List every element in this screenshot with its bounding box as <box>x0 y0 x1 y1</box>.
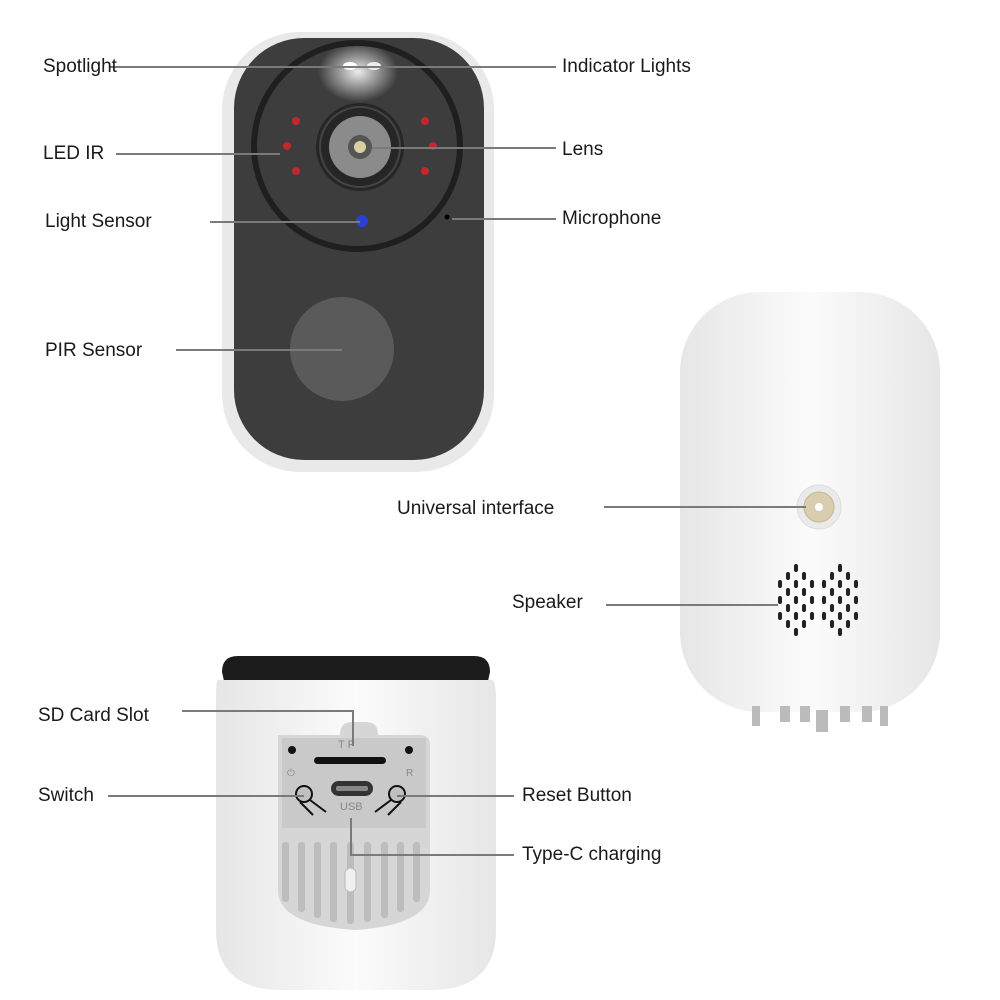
reset-hole <box>388 785 406 803</box>
label-led-ir: LED IR <box>43 143 105 164</box>
leader-line-reset <box>397 795 514 797</box>
pir-sensor-dome <box>290 297 394 401</box>
leader-line-usb-vertical <box>350 818 352 854</box>
lens-ring <box>251 40 463 252</box>
power-marking: ⏻ <box>287 768 295 779</box>
reset-marking: R <box>406 768 414 779</box>
light-sensor-dot <box>356 215 368 227</box>
leader-line-speaker <box>606 604 778 606</box>
speaker-grille <box>778 564 858 636</box>
back-camera <box>680 292 940 732</box>
microphone-hole <box>444 214 450 220</box>
label-reset-button: Reset Button <box>522 785 632 806</box>
tf-marking: T F <box>338 739 355 751</box>
leader-line-universal-interface <box>604 506 806 508</box>
label-type-c-charging: Type-C charging <box>522 844 662 865</box>
label-spotlight: Spotlight <box>43 56 117 77</box>
label-indicator-lights: Indicator Lights <box>562 56 691 77</box>
label-microphone: Microphone <box>562 208 662 229</box>
spotlight-glow <box>318 42 398 102</box>
leader-line-sd-card-vertical <box>352 710 354 746</box>
label-switch: Switch <box>38 785 94 806</box>
leader-line-switch <box>108 795 304 797</box>
label-universal-interface: Universal interface <box>397 498 555 519</box>
leader-line-light-sensor <box>210 221 360 223</box>
leader-line-pir <box>176 349 342 351</box>
switch-hole <box>295 785 313 803</box>
sd-card-slot <box>314 757 386 764</box>
label-lens: Lens <box>562 139 604 160</box>
label-pir-sensor: PIR Sensor <box>45 340 143 361</box>
leader-line-lens <box>372 147 556 149</box>
front-camera <box>222 32 494 472</box>
leader-line-type-c <box>350 854 514 856</box>
label-sd-card-slot: SD Card Slot <box>38 705 149 726</box>
usb-marking: USB <box>340 801 363 813</box>
leader-line-microphone <box>452 218 556 220</box>
label-light-sensor: Light Sensor <box>45 211 152 232</box>
bottom-camera <box>216 656 496 990</box>
leader-line-sd-card <box>182 710 352 712</box>
leader-line-led-ir <box>116 153 280 155</box>
leader-line-spotlight-indicator <box>110 66 556 68</box>
label-speaker: Speaker <box>512 592 583 613</box>
